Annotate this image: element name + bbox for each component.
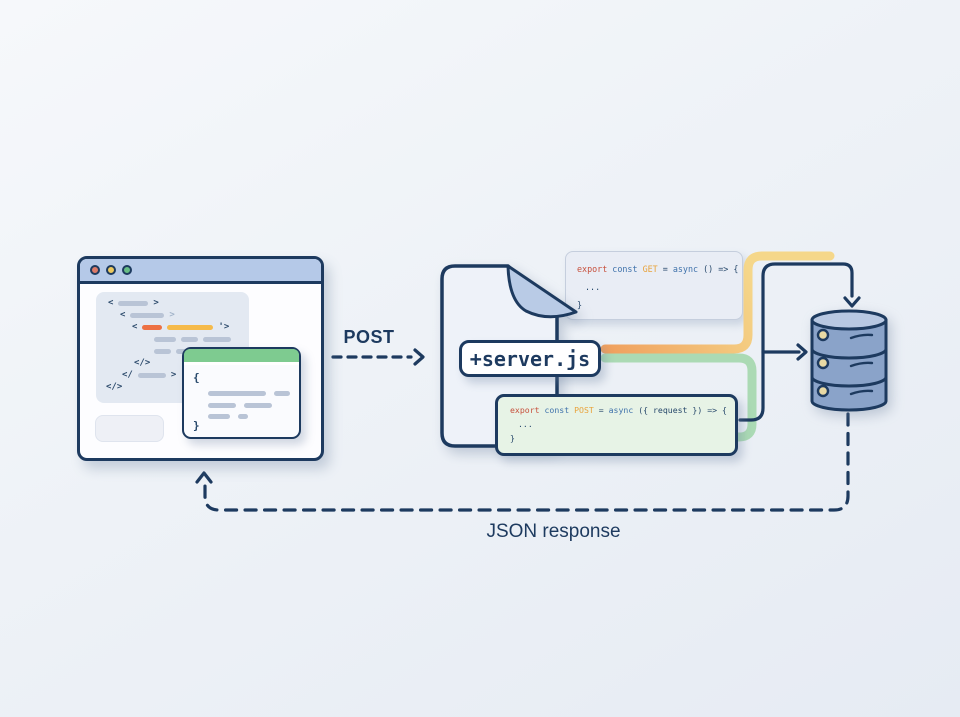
json-response-label: JSON response xyxy=(486,521,621,542)
code-token-signature: () => { xyxy=(698,264,739,274)
flow-line-main xyxy=(738,262,854,422)
code-token-export: export xyxy=(510,405,540,415)
code-pill-yellow xyxy=(167,325,214,331)
get-flow-band xyxy=(600,251,835,354)
db-indicator-dot-2 xyxy=(816,356,830,370)
code-pill xyxy=(118,301,149,307)
db-body xyxy=(810,318,888,412)
json-pill xyxy=(238,414,248,419)
db-indicator-dot-1 xyxy=(816,328,830,342)
db-side-arrowhead-icon xyxy=(796,343,808,361)
code-close-brace: } xyxy=(510,433,515,443)
code-pill xyxy=(154,349,171,355)
file-fold-corner xyxy=(506,264,578,319)
code-pill xyxy=(154,337,176,343)
traffic-light-close-icon xyxy=(90,265,100,275)
code-pill xyxy=(137,373,166,379)
json-response-arrowhead-icon xyxy=(195,471,213,484)
server-file-name: +server.js xyxy=(469,346,591,371)
database-icon xyxy=(810,309,888,412)
code-token-equals: = xyxy=(593,405,609,415)
browser-button-placeholder xyxy=(95,415,164,442)
code-pill xyxy=(130,313,165,319)
post-request-label: POST xyxy=(343,327,395,347)
traffic-light-minimize-icon xyxy=(106,265,116,275)
code-token-const: const xyxy=(607,264,643,274)
code-pill xyxy=(203,337,231,343)
code-token-post: POST xyxy=(574,405,594,415)
post-request-arrowhead-icon xyxy=(413,348,425,366)
json-row xyxy=(208,414,248,419)
db-top-arrowhead-icon xyxy=(843,296,861,308)
code-pill-orange xyxy=(142,325,163,331)
code-row: < > xyxy=(120,310,241,320)
tag-glyph: </ xyxy=(122,370,133,380)
code-pill xyxy=(181,337,198,343)
post-flow-band xyxy=(600,353,757,442)
server-file-label: +server.js xyxy=(459,340,601,377)
code-token-async: async xyxy=(608,405,634,415)
db-top-ellipse xyxy=(810,309,888,331)
code-row: </ > xyxy=(122,370,241,380)
db-slot-2 xyxy=(849,361,874,368)
db-indicator-dot-3 xyxy=(816,384,830,398)
code-token-signature: ({ request }) => { xyxy=(633,405,727,415)
code-line: export const GET = async () => { xyxy=(577,260,742,278)
json-pill xyxy=(208,414,230,419)
code-token-equals: = xyxy=(657,264,673,274)
db-separator-1 xyxy=(810,348,888,360)
browser-window: < > < > < '> xyxy=(77,256,324,461)
code-ellipsis: ... xyxy=(585,282,601,292)
json-row xyxy=(208,403,272,408)
json-pill xyxy=(208,403,236,408)
code-token-async: async xyxy=(672,264,699,274)
code-line: export const POST = async ({ request }) … xyxy=(510,403,735,417)
json-row xyxy=(208,391,290,396)
json-card-header xyxy=(184,349,299,365)
json-response-arrow xyxy=(203,412,850,512)
get-handler-code-card: export const GET = async () => { ... } xyxy=(565,251,743,320)
code-close-brace: } xyxy=(577,300,583,310)
tag-glyph: < xyxy=(108,298,114,308)
post-handler-code-card: export const POST = async ({ request }) … xyxy=(495,394,738,456)
code-token-get: GET xyxy=(642,264,658,274)
browser-titlebar xyxy=(80,259,321,284)
code-ellipsis: ... xyxy=(518,419,533,429)
tag-glyph: </> xyxy=(134,358,151,368)
traffic-light-maximize-icon xyxy=(122,265,132,275)
json-pill xyxy=(274,391,290,396)
code-token-export: export xyxy=(577,264,608,274)
code-token-const: const xyxy=(539,405,575,415)
tag-glyph: > xyxy=(169,310,175,320)
tag-glyph: < xyxy=(120,310,126,320)
code-row: </> xyxy=(134,358,241,368)
tag-glyph: < xyxy=(132,322,138,332)
db-separator-2 xyxy=(810,376,888,388)
json-pill xyxy=(244,403,272,408)
tag-glyph: > xyxy=(153,298,159,308)
tag-glyph: > xyxy=(170,370,177,380)
db-slot-3 xyxy=(849,389,874,396)
browser-json-card: { } xyxy=(182,347,301,439)
code-row: < '> xyxy=(132,322,241,332)
code-row: </> xyxy=(106,382,241,392)
tag-glyph: '> xyxy=(218,322,230,332)
open-brace: { xyxy=(193,371,200,384)
json-pill xyxy=(208,391,266,396)
tag-glyph: </> xyxy=(106,382,123,392)
code-row xyxy=(154,336,241,344)
close-brace: } xyxy=(193,419,200,432)
code-row: < > xyxy=(108,298,241,308)
db-slot-1 xyxy=(849,333,874,340)
